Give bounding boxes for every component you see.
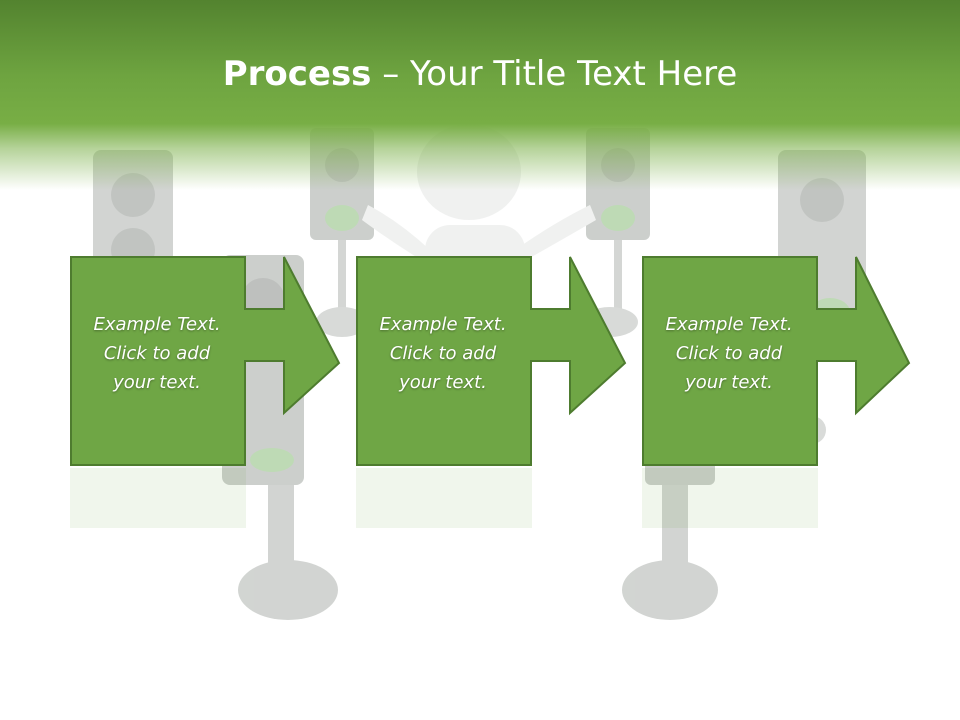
title-rest: – Your Title Text Here <box>371 54 738 94</box>
step-text-line: Example Text. <box>93 314 221 335</box>
step-text-line: your text. <box>685 372 773 393</box>
process-step-1[interactable]: Example Text. Click to add your text. <box>70 256 341 546</box>
process-step-3[interactable]: Example Text. Click to add your text. <box>642 256 912 546</box>
step-text[interactable]: Example Text. Click to add your text. <box>356 310 530 397</box>
arrow-right-icon <box>70 256 341 466</box>
slide-title[interactable]: Process – Your Title Text Here <box>0 52 960 96</box>
arrow-right-icon <box>356 256 627 466</box>
step-text-line: Click to add <box>675 343 783 364</box>
traffic-light-icon <box>622 440 718 620</box>
arrow-right-icon <box>642 256 911 466</box>
step-text-line: Example Text. <box>379 314 507 335</box>
step-text-line: your text. <box>113 372 201 393</box>
step-text-line: Click to add <box>389 343 497 364</box>
step-text[interactable]: Example Text. Click to add your text. <box>642 310 816 397</box>
step-text-line: Example Text. <box>665 314 793 335</box>
step-text[interactable]: Example Text. Click to add your text. <box>70 310 244 397</box>
process-step-2[interactable]: Example Text. Click to add your text. <box>356 256 627 546</box>
step-text-line: Click to add <box>103 343 211 364</box>
step-text-line: your text. <box>399 372 487 393</box>
title-bar <box>0 0 960 190</box>
title-bold: Process <box>222 54 372 94</box>
